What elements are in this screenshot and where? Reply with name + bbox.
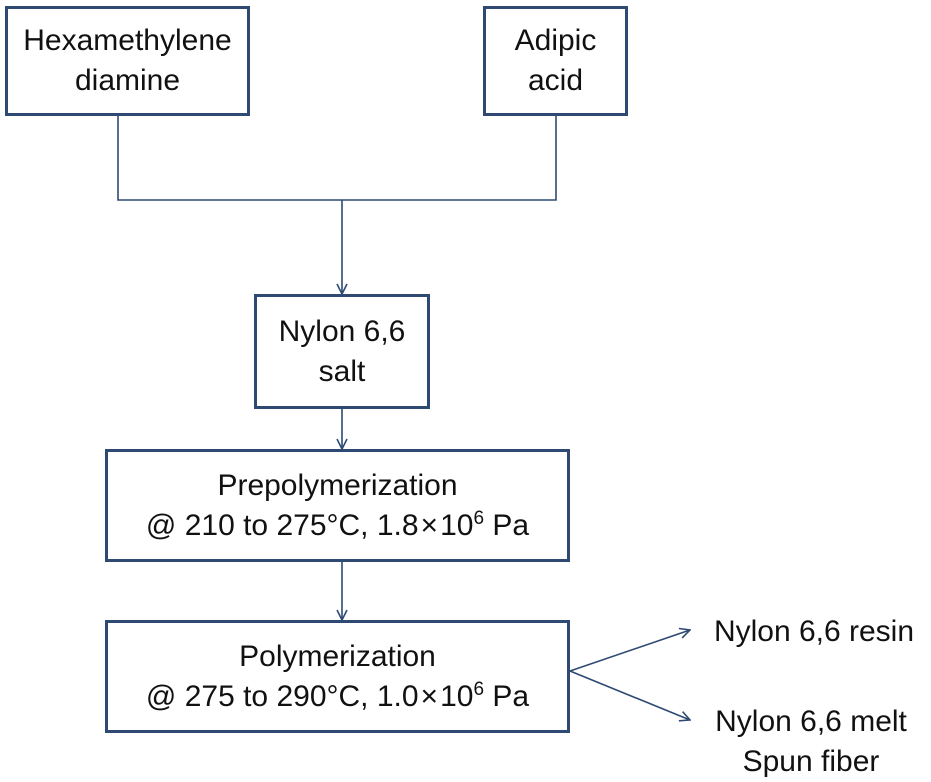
node-label-line1: Nylon 6,6 bbox=[278, 314, 406, 348]
node-nylon-salt: Nylon 6,6 salt bbox=[254, 294, 430, 409]
arrow-to-resin bbox=[569, 630, 690, 672]
power-base: 10 bbox=[440, 679, 474, 713]
condition-prefix: @ 275 to 290°C, 1.0 bbox=[145, 679, 419, 713]
node-label-line1: Hexamethylene bbox=[23, 24, 232, 57]
power-exponent: 6 bbox=[473, 678, 485, 700]
node-polymerization: Polymerization @ 275 to 290°C, 1.0×106 P… bbox=[105, 620, 570, 733]
node-label-line2: salt bbox=[318, 354, 366, 388]
node-label-line2: diamine bbox=[74, 64, 181, 97]
condition-prefix: @ 210 to 275°C, 1.8 bbox=[145, 508, 419, 542]
node-hexamethylene-diamine: Hexamethylene diamine bbox=[5, 6, 250, 116]
node-label-line2: acid bbox=[527, 64, 584, 97]
pressure-unit: Pa bbox=[484, 508, 530, 542]
power-base: 10 bbox=[440, 508, 474, 542]
times-sign: × bbox=[420, 679, 439, 713]
node-conditions: @ 210 to 275°C, 1.8×106 Pa bbox=[146, 506, 529, 546]
node-label-line1: Polymerization bbox=[239, 639, 436, 673]
connector-adipic bbox=[342, 116, 557, 201]
output-fiber-line1: Nylon 6,6 melt bbox=[715, 705, 907, 738]
node-label-line1: Adipic bbox=[514, 24, 597, 57]
output-nylon-resin: Nylon 6,6 resin bbox=[713, 615, 915, 648]
node-label-line1: Prepolymerization bbox=[217, 468, 458, 502]
arrow-to-fiber bbox=[569, 670, 690, 720]
node-prepolymerization: Prepolymerization @ 210 to 275°C, 1.8×10… bbox=[105, 449, 570, 562]
node-adipic-acid: Adipic acid bbox=[483, 6, 628, 116]
power-exponent: 6 bbox=[473, 507, 485, 529]
pressure-unit: Pa bbox=[484, 679, 530, 713]
times-sign: × bbox=[420, 508, 439, 542]
connector-hexamethylene bbox=[117, 116, 342, 201]
node-conditions: @ 275 to 290°C, 1.0×106 Pa bbox=[146, 677, 529, 717]
output-nylon-fiber: Nylon 6,6 melt Spun fiber bbox=[700, 702, 922, 782]
output-fiber-line2: Spun fiber bbox=[742, 745, 880, 778]
